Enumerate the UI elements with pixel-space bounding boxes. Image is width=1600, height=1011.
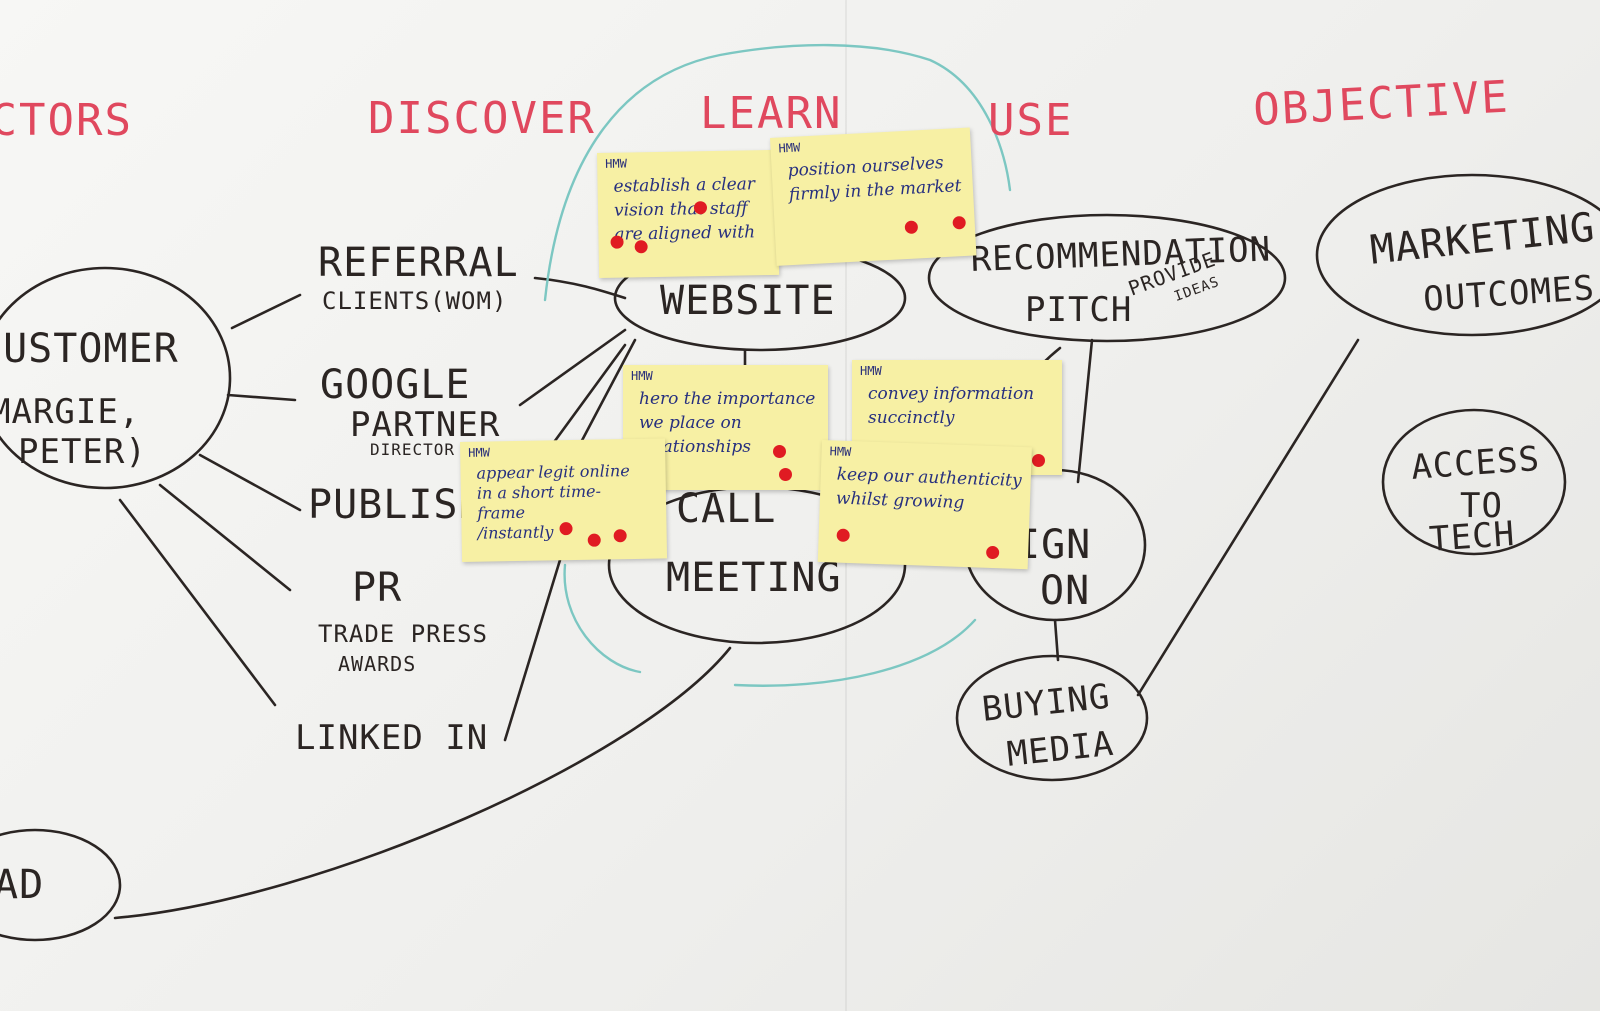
discover-pr-sub-2: AWARDS xyxy=(338,652,417,676)
buying-media-oval xyxy=(955,654,1149,782)
learn-website: WEBSITE xyxy=(660,278,836,324)
sticky-note-text: convey information succinctly xyxy=(868,384,1035,428)
connector xyxy=(518,328,627,407)
vote-dot xyxy=(773,445,786,458)
teal-loop xyxy=(563,563,642,674)
connector xyxy=(226,393,297,402)
sticky-note[interactable]: HMW appear legit online in a short time-… xyxy=(460,438,668,562)
objective-to: TO xyxy=(1460,486,1503,526)
connector xyxy=(113,646,732,920)
sticky-note-text: establish a clear vision that staff are … xyxy=(613,174,756,245)
vote-dot xyxy=(610,235,624,249)
sticky-note-text: hero the importance we place on relation… xyxy=(639,389,816,457)
discover-google: GOOGLE xyxy=(320,362,471,408)
connector xyxy=(1076,338,1094,484)
header-learn: LEARN xyxy=(700,88,843,139)
sticky-note-tag: HMW xyxy=(778,140,801,156)
teal-loop xyxy=(733,618,977,687)
header-actors: ACTORS xyxy=(0,95,133,146)
sticky-note-tag: HMW xyxy=(631,369,653,383)
connector xyxy=(118,498,277,707)
discover-referral-sub: CLIENTS(WOM) xyxy=(322,287,508,315)
vote-dot xyxy=(779,468,792,481)
connector xyxy=(198,453,302,512)
vote-dot xyxy=(904,220,919,235)
ad-oval xyxy=(0,828,122,942)
customer-oval xyxy=(0,266,232,490)
use-sign-on-2: ON xyxy=(1040,568,1091,614)
sticky-note[interactable]: HMW position ourselves firmly in the mar… xyxy=(770,127,977,266)
use-pitch: PITCH xyxy=(1025,290,1133,330)
discover-google-director: DIRECTOR xyxy=(370,440,456,459)
vote-dot xyxy=(634,240,648,254)
sticky-note[interactable]: HMW establish a clear vision that staff … xyxy=(597,149,780,278)
sticky-note-text: keep our authenticity whilst growing xyxy=(835,464,1023,513)
customer-names-2: PETER) xyxy=(18,432,147,472)
connector xyxy=(158,483,292,592)
connector xyxy=(503,558,562,742)
access-oval xyxy=(1381,408,1567,556)
connector xyxy=(1053,618,1060,662)
vote-dot xyxy=(587,533,601,547)
sticky-note-tag: HMW xyxy=(605,156,627,171)
discover-pr: PR xyxy=(352,565,403,611)
sticky-note-tag: HMW xyxy=(468,445,490,460)
learn-call: CALL xyxy=(676,486,777,532)
sticky-note-tag: HMW xyxy=(860,364,882,378)
sticky-note-tag: HMW xyxy=(829,444,852,460)
customer-names-1: MARGIE, xyxy=(0,392,141,432)
sticky-note[interactable]: HMW keep our authenticity whilst growing xyxy=(817,440,1032,570)
discover-linkedin: LINKED IN xyxy=(295,718,489,758)
bottom-left-label: AD xyxy=(0,862,45,908)
recommendation-oval xyxy=(927,213,1287,343)
discover-google-partner: PARTNER xyxy=(350,405,501,445)
header-use: USE xyxy=(988,95,1074,146)
vote-dot xyxy=(1032,454,1045,467)
vote-dot xyxy=(836,528,850,543)
discover-referral: REFERRAL xyxy=(318,240,519,286)
customer-title: CUSTOMER xyxy=(0,326,179,372)
sticky-note-text: position ourselves firmly in the market xyxy=(787,152,962,206)
marketing-oval xyxy=(1315,173,1600,337)
vote-dot xyxy=(952,215,967,230)
vote-dot xyxy=(985,545,1000,560)
connector xyxy=(1136,338,1360,697)
teal-loop xyxy=(543,43,1012,302)
objective-tech: TECH xyxy=(1428,514,1517,560)
header-discover: DISCOVER xyxy=(368,93,596,144)
discover-pr-sub-1: TRADE PRESS xyxy=(318,620,488,648)
connector xyxy=(230,293,302,330)
learn-meeting: MEETING xyxy=(666,555,842,601)
